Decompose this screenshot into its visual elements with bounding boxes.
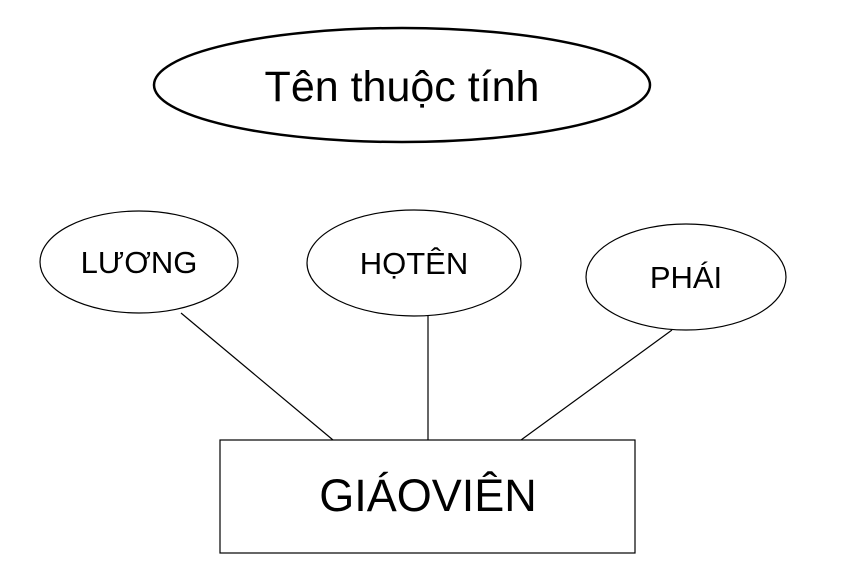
connector-phai-giaovien (520, 329, 673, 441)
attribute-label-luong: LƯƠNG (81, 245, 198, 280)
entity-label-giaovien: GIÁOVIÊN (319, 470, 537, 521)
attribute-ellipse-hoten: HỌTÊN (306, 209, 522, 317)
legend-attribute-ellipse: Tên thuộc tính (152, 26, 652, 144)
attribute-label-phai: PHÁI (650, 260, 722, 295)
legend-attribute-label: Tên thuộc tính (265, 63, 540, 111)
attribute-label-hoten: HỌTÊN (360, 246, 469, 281)
entity-rectangle-giaovien: GIÁOVIÊN (219, 439, 636, 554)
attribute-ellipse-luong: LƯƠNG (39, 210, 239, 314)
connector-luong-giaovien (180, 312, 334, 441)
attribute-ellipse-phai: PHÁI (585, 223, 787, 331)
